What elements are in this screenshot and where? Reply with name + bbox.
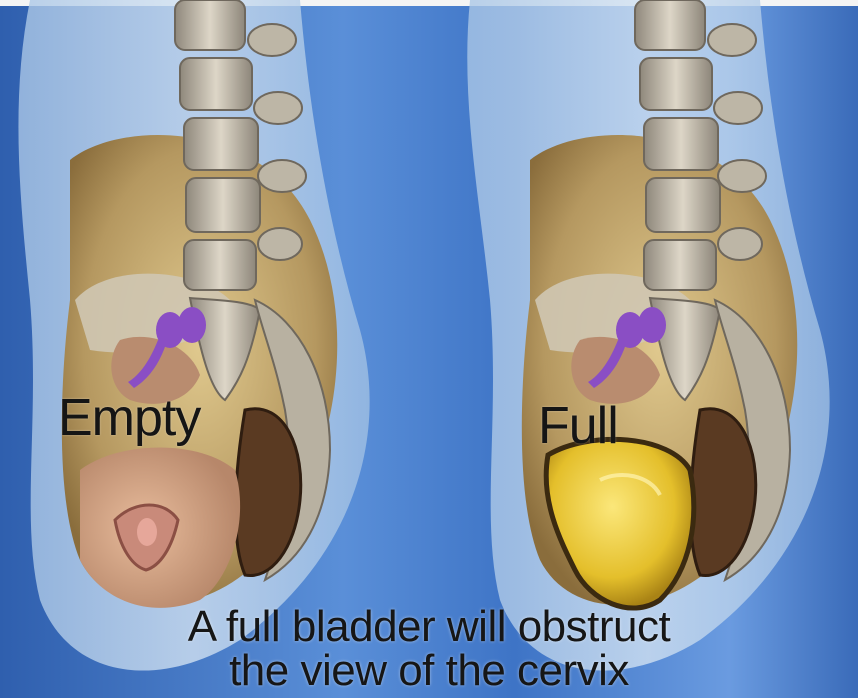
caption-line-2: the view of the cervix [0, 648, 858, 694]
left-panel-figure [18, 0, 369, 671]
empty-label: Empty [58, 388, 200, 448]
right-panel-figure [467, 0, 829, 671]
full-label: Full [538, 396, 618, 456]
caption-line-1: A full bladder will obstruct [0, 604, 858, 650]
